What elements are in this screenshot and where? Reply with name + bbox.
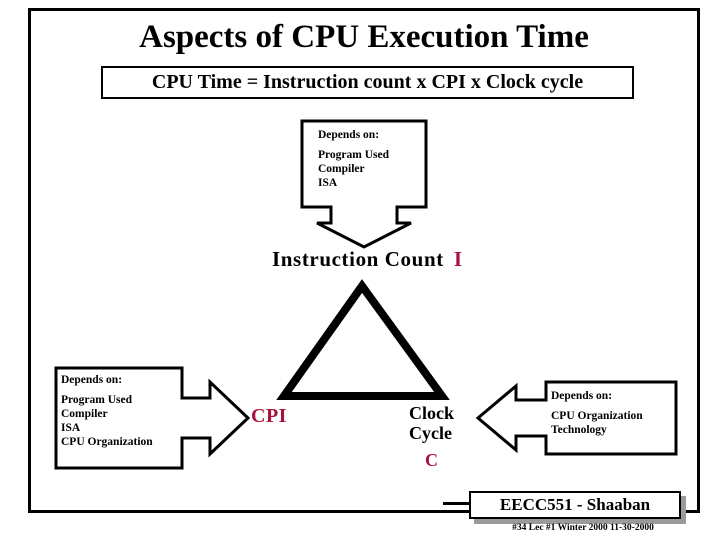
right-callout-heading: Depends on: [551,390,613,402]
page-title: Aspects of CPU Execution Time [139,19,589,55]
footer-meta-label: #34 Lec #1 Winter 2000 11-30-2000 [512,523,654,533]
left-depends-on-callout-shape [54,366,251,470]
clock-cycle-line1: Clock [409,403,454,423]
clock-cycle-line2: Cycle [409,423,452,444]
instruction-count-label: Instruction Count I [272,247,463,272]
top-callout-heading: Depends on: [318,129,380,141]
cpu-time-formula-box: CPU Time = Instruction count x CPI x Clo… [101,66,634,99]
top-callout-item-0: Program Used [318,149,390,162]
right-depends-on-callout-shape [475,380,678,456]
left-callout-item-0: Program Used [61,394,133,407]
footer-course-box: EECC551 - Shaaban [469,491,681,519]
left-callout-item-2: ISA [61,422,81,435]
left-callout-heading: Depends on: [61,374,123,386]
instruction-count-symbol: I [453,247,463,271]
cpu-time-formula-text: CPU Time = Instruction count x CPI x Clo… [151,71,584,93]
top-callout-item-2: ISA [318,177,338,190]
left-callout-item-3: CPU Organization [61,436,153,449]
top-depends-on-callout-shape [300,119,428,249]
right-depends-on-callout-text: Depends on: CPU Organization Technology [551,389,671,437]
footer-rule [443,502,479,505]
top-callout-item-1: Compiler [318,163,365,176]
cpu-time-triangle-shape [276,279,450,400]
footer-course-label: EECC551 - Shaaban [499,495,651,514]
left-depends-on-callout-text: Depends on: Program Used Compiler ISA CP… [61,373,185,449]
instruction-count-text: Instruction Count [272,247,444,271]
slide-frame-border [28,8,700,513]
cpi-label: CPI [251,405,287,427]
right-callout-item-0: CPU Organization [551,410,643,423]
clock-cycle-symbol: C [425,450,438,470]
clock-cycle-label: Clock Cycle [409,403,454,443]
right-callout-item-1: Technology [551,424,607,437]
top-depends-on-callout-text: Depends on: Program Used Compiler ISA [318,128,438,190]
left-callout-item-1: Compiler [61,408,108,421]
